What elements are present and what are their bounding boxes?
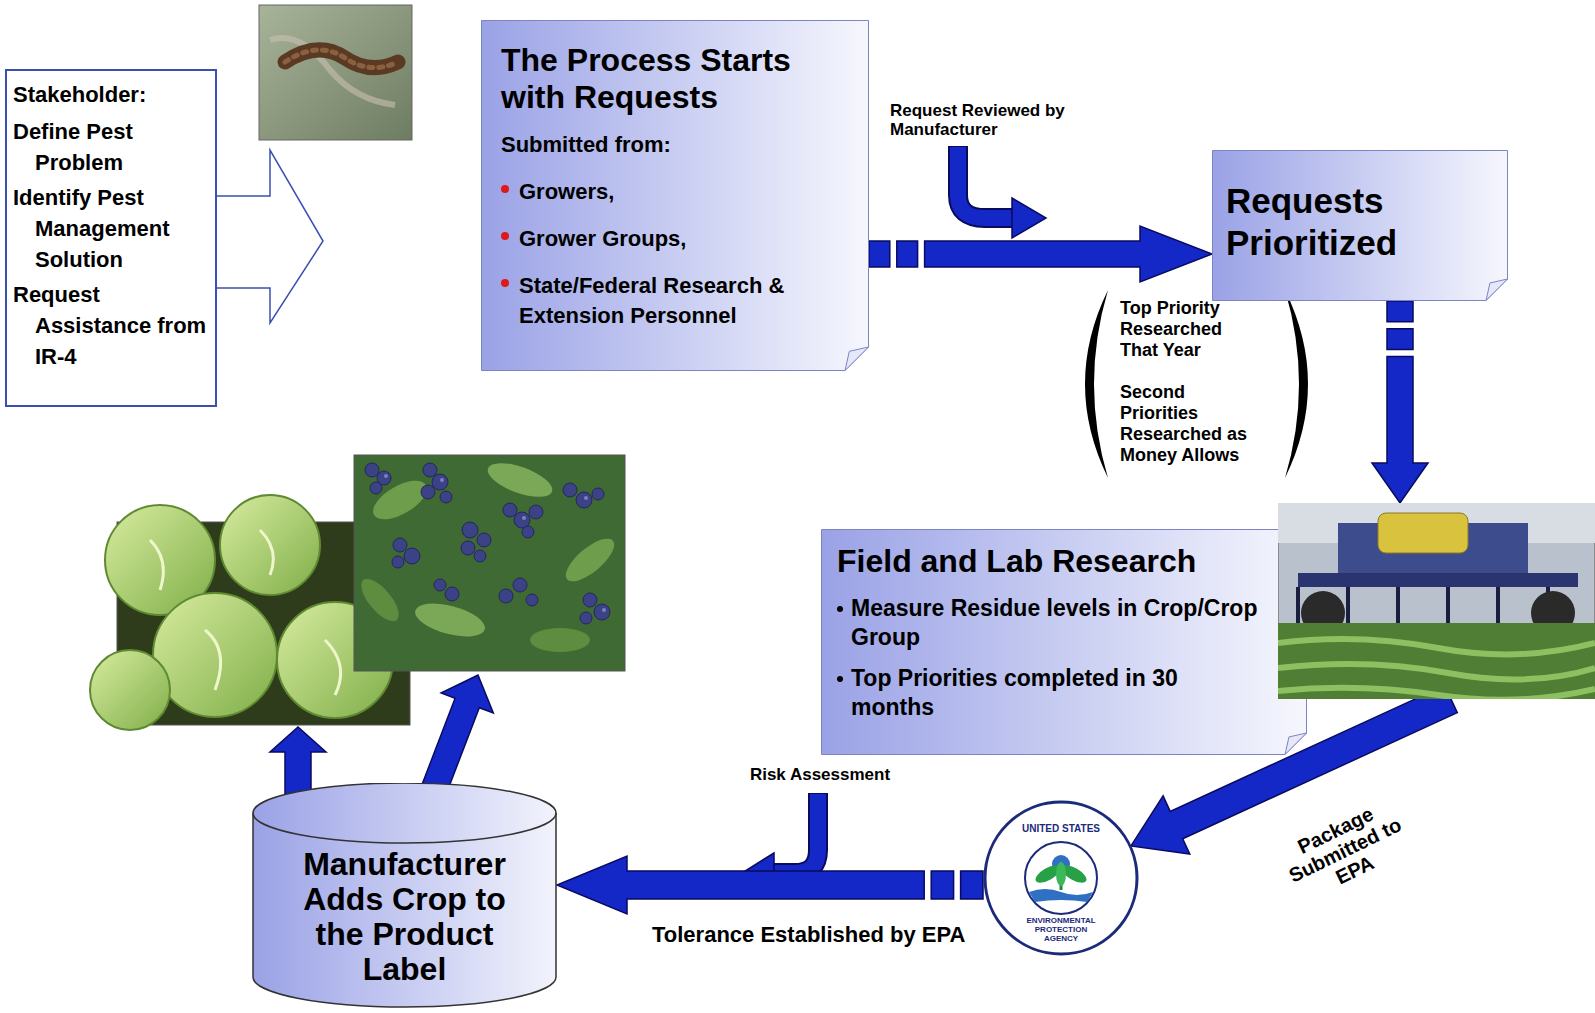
flow-connector [1372, 301, 1428, 503]
heading-text: The Process Starts with Requests [501, 42, 849, 116]
connector-dash [1387, 301, 1413, 322]
note-fold [845, 347, 869, 371]
connector-label: Package Submitted to EPA [1263, 787, 1427, 912]
connector-arrow [925, 226, 1212, 282]
body-text: Request Assistance from IR-4 [13, 279, 209, 372]
bullet-item: Measure Residue levels in Crop/Crop Grou… [837, 594, 1267, 652]
connector-dash [1387, 329, 1413, 350]
sprayer-photo [1278, 503, 1595, 699]
bullet-text: Grower Groups, [519, 224, 686, 254]
heading-text: Requests Prioritized [1226, 180, 1494, 264]
bullet-dot [501, 185, 509, 193]
bullet-text: Growers, [519, 177, 614, 207]
photo-detail [1278, 639, 1595, 699]
photo-detail [1378, 513, 1468, 553]
heading-text: Field and Lab Research [837, 543, 1267, 580]
annotation-text: Risk Assessment [735, 765, 905, 785]
annotation-text: Request Reviewed by Manufacturer [890, 101, 1130, 139]
outline-arrow [216, 150, 323, 323]
document-box: The Process Starts with RequestsSubmitte… [481, 20, 869, 371]
document-box: Requests Prioritized [1212, 150, 1508, 301]
bullet-dot [837, 676, 843, 682]
connector-arrow [557, 856, 924, 914]
note-outline [482, 21, 869, 371]
cylinder-label: Manufacturer Adds Crop to the Product La… [280, 847, 530, 987]
photo-detail [1278, 503, 1595, 699]
photo-detail [1278, 623, 1595, 699]
blueberry-photo [354, 455, 625, 671]
bullet-dot [501, 279, 509, 287]
bullet-dot [501, 232, 509, 240]
connector-label: Tolerance Established by EPA [652, 922, 982, 948]
research-group: Field and Lab ResearchMeasure Residue le… [821, 503, 1595, 755]
note-fold [1285, 733, 1307, 755]
database-cylinder: Manufacturer Adds Crop to the Product La… [252, 783, 557, 1008]
bullet-text: State/Federal Research & Extension Perso… [519, 271, 849, 331]
connector-dash [961, 871, 983, 899]
note-outline [822, 530, 1307, 755]
body-text: Submitted from: [501, 130, 849, 160]
stakeholder-box: Stakeholder: Define Pest ProblemIdentify … [5, 69, 217, 407]
photo-detail [1298, 573, 1578, 587]
body-text: Define Pest Problem [13, 116, 209, 178]
heading-text: Stakeholder: [13, 79, 209, 110]
bullet-dot [837, 606, 843, 612]
flow-connector [557, 856, 983, 914]
seal-text: ENVIRONMENTAL PROTECTION AGENCY [1019, 916, 1103, 943]
note-fold [1486, 279, 1508, 301]
body-text: Identify Pest Management Solution [13, 182, 209, 275]
bracket [1085, 290, 1308, 478]
bullet-item: State/Federal Research & Extension Perso… [501, 271, 849, 331]
bullet-item: Growers, [501, 177, 849, 207]
connector-dash [869, 241, 890, 267]
heading-text: Manufacturer Adds Crop to the Product La… [280, 847, 530, 987]
document-box: Field and Lab ResearchMeasure Residue le… [821, 529, 1307, 755]
annotation-text: Second Priorities Researched as Money Al… [1120, 382, 1260, 466]
bullet-item: Grower Groups, [501, 224, 849, 254]
caterpillar-photo [259, 5, 412, 140]
seal-text: UNITED STATES [983, 823, 1139, 835]
connector-dash [897, 241, 918, 267]
bullet-text: Top Priorities completed in 30 months [851, 664, 1267, 722]
agency-seal: UNITED STATES ENVIRONMENTAL PROTECTION AG… [983, 800, 1139, 956]
note-outline [1213, 151, 1508, 301]
annotation-text: Top Priority Researched That Year [1120, 298, 1260, 361]
connector-dash [931, 871, 953, 899]
bullet-text: Measure Residue levels in Crop/Crop Grou… [851, 594, 1267, 652]
connector-arrow [1372, 357, 1428, 503]
flow-connector [869, 226, 1212, 282]
bullet-item: Top Priorities completed in 30 months [837, 664, 1267, 722]
